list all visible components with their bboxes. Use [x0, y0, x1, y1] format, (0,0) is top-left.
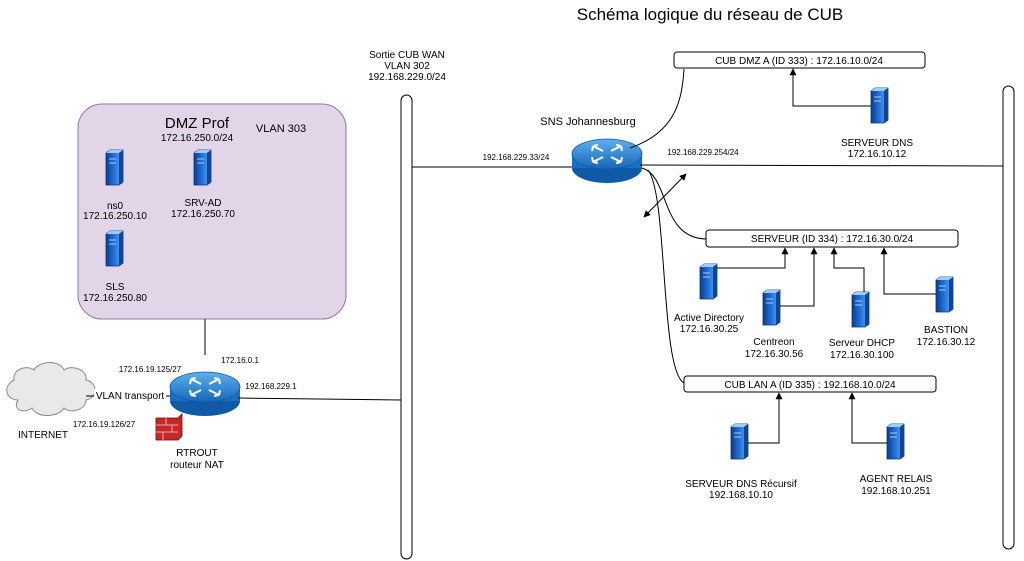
sns-lana-link — [647, 169, 685, 384]
sns-dmza-link — [629, 68, 685, 149]
agent-relais-ip: 192.168.10.251 — [861, 486, 931, 497]
diagram-title: Schéma logique du réseau de CUB — [577, 5, 844, 24]
lan-a-label: CUB LAN A (ID 335) : 192.168.10.0/24 — [724, 380, 896, 391]
internet-label: INTERNET — [18, 430, 68, 441]
server-icon — [935, 276, 954, 313]
sns-serveur-link — [641, 167, 707, 240]
dmz-a-dns-ip: 172.16.10.12 — [848, 149, 907, 160]
agent-relais-link — [848, 392, 887, 444]
lan-a-segment — [683, 375, 937, 393]
centreon-link — [780, 247, 818, 307]
dhcp-ip: 172.16.30.100 — [830, 350, 894, 361]
srv-ad-name: SRV-AD — [184, 198, 221, 209]
dns-recursif-ip: 192.168.10.10 — [709, 490, 773, 501]
dhcp-link — [830, 247, 865, 292]
vlan-transport-label: VLAN transport — [96, 391, 165, 402]
server-icon — [886, 423, 905, 460]
dmz-prof-zone — [77, 103, 347, 320]
rtrout-wan-ip: 192.168.229.1 — [245, 382, 297, 391]
sls-name: SLS — [106, 282, 125, 293]
transport-ip-top: 172.16.19.125/27 — [119, 365, 182, 374]
wan-label-line2: VLAN 302 — [384, 61, 430, 72]
internet-cloud — [6, 362, 96, 416]
sns-right-ip: 192.168.229.254/24 — [667, 148, 739, 157]
rtrout-role: routeur NAT — [170, 460, 224, 471]
dmz-prof-vlan: VLAN 303 — [256, 123, 306, 135]
wan-label-line1: Sortie CUB WAN — [369, 50, 445, 61]
dmz-a-dns-name: SERVEUR DNS — [841, 138, 913, 149]
bidirectional-arrow — [643, 173, 687, 218]
server-icon — [699, 263, 718, 300]
rtrout-dmz-ip: 172.16.0.1 — [221, 356, 259, 365]
srv-ad-ip: 172.16.250.70 — [171, 209, 235, 220]
dns-recursif-name: SERVEUR DNS Récursif — [685, 479, 797, 490]
ad-link — [717, 247, 789, 269]
server-icon — [730, 423, 749, 460]
router-icon — [169, 371, 241, 417]
dns-dmza-link — [789, 68, 871, 107]
bastion-link — [880, 247, 936, 295]
serveur-segment — [705, 229, 959, 248]
sns-name: SNS Johannesburg — [540, 116, 635, 128]
lan-bus — [1002, 85, 1015, 550]
dmz-a-label: CUB DMZ A (ID 333) : 172.16.10.0/24 — [715, 56, 883, 67]
sls-ip: 172.16.250.80 — [83, 293, 147, 304]
rtrout-name: RTROUT — [176, 448, 217, 459]
bastion-name: BASTION — [924, 325, 968, 336]
centreon-ip: 172.16.30.56 — [745, 349, 804, 360]
serveur-label: SERVEUR (ID 334) : 172.16.30.0/24 — [751, 234, 914, 245]
dmz-prof-title: DMZ Prof — [165, 115, 230, 132]
wan-bus — [400, 94, 413, 560]
router-icon — [571, 138, 643, 184]
ns0-name: ns0 — [107, 201, 124, 212]
server-icon — [193, 149, 212, 186]
server-icon — [105, 230, 124, 267]
bastion-ip: 172.16.30.12 — [917, 337, 976, 348]
ad-name: Active Directory — [674, 313, 744, 324]
dmz-prof-subnet: 172.16.250.0/24 — [161, 133, 234, 144]
server-icon — [851, 291, 870, 328]
ns0-ip: 172.16.250.10 — [83, 211, 147, 222]
server-icon — [870, 87, 889, 124]
server-icon — [762, 289, 781, 326]
centreon-name: Centreon — [753, 337, 794, 348]
ad-ip: 172.16.30.25 — [680, 324, 739, 335]
rtrout-wan-link — [237, 397, 402, 401]
agent-relais-name: AGENT RELAIS — [860, 474, 933, 485]
dhcp-name: Serveur DHCP — [829, 338, 895, 349]
dmz-a-segment — [673, 51, 926, 69]
firewall-icon — [155, 413, 183, 441]
sns-wan-ip: 192.168.229.33/24 — [483, 153, 550, 162]
sns-right-link — [639, 164, 1004, 167]
server-icon — [105, 149, 124, 186]
transport-ip-bottom: 172.16.19.126/27 — [73, 420, 136, 429]
wan-label-line3: 192.168.229.0/24 — [368, 72, 446, 83]
dns-recursif-link — [748, 392, 783, 444]
